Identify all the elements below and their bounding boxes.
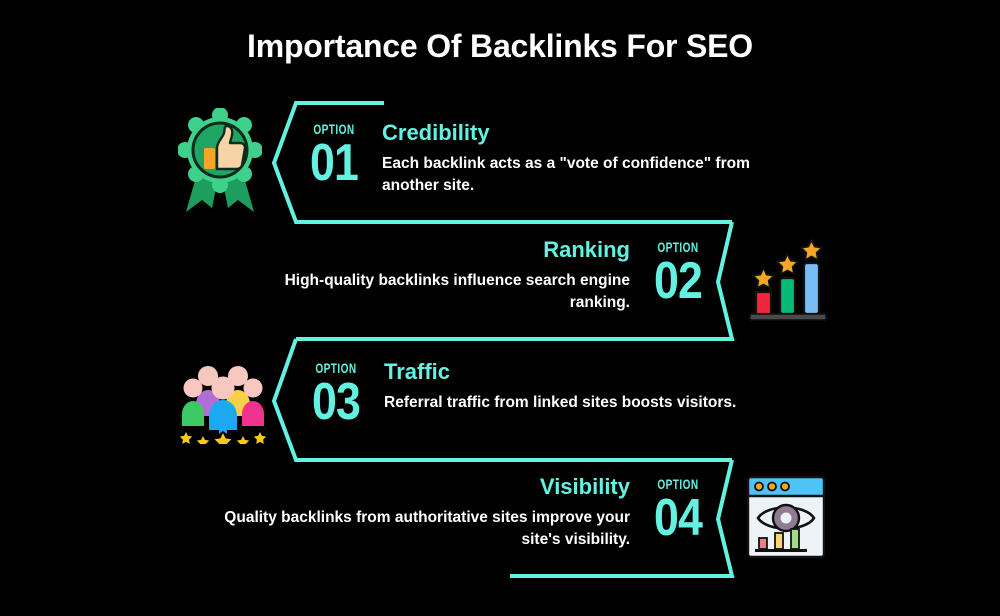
option-heading-2: Ranking [543, 237, 630, 262]
option-text-block-2: Ranking High-quality backlinks influence… [230, 237, 630, 314]
option-label-4: OPTION [657, 476, 699, 492]
option-text-block-1: Credibility Each backlink acts as a "vot… [382, 120, 782, 197]
option-number-4: 04 [653, 489, 703, 547]
option-body-2: High-quality backlinks influence search … [284, 272, 630, 312]
people-group-stars-icon [179, 366, 267, 444]
option-label-3: OPTION [315, 360, 357, 376]
option-number-block-2: OPTION 02 [640, 240, 716, 307]
option-label-1: OPTION [313, 121, 355, 137]
page-title: Importance Of Backlinks For SEO [247, 28, 753, 64]
browser-eye-analytics-icon [746, 475, 826, 559]
option-label-2: OPTION [657, 239, 699, 255]
award-badge-thumbs-up-icon [178, 108, 262, 212]
option-heading-4: Visibility [539, 474, 630, 499]
option-number-1: 01 [309, 134, 359, 192]
option-number-2: 02 [653, 252, 703, 310]
option-heading-1: Credibility [382, 120, 490, 145]
option-heading-3: Traffic [384, 359, 451, 384]
option-text-block-4: Visibility Quality backlinks from author… [222, 474, 630, 551]
option-number-block-1: OPTION 01 [296, 122, 372, 189]
bar-chart-stars-icon [749, 239, 827, 321]
option-body-4: Quality backlinks from authoritative sit… [224, 509, 630, 549]
option-number-block-4: OPTION 04 [640, 477, 716, 544]
option-text-block-3: Traffic Referral traffic from linked sit… [384, 359, 784, 414]
option-number-block-3: OPTION 03 [298, 361, 374, 428]
option-body-1: Each backlink acts as a "vote of confide… [382, 155, 750, 195]
option-number-3: 03 [311, 373, 361, 431]
option-body-3: Referral traffic from linked sites boost… [384, 394, 737, 412]
